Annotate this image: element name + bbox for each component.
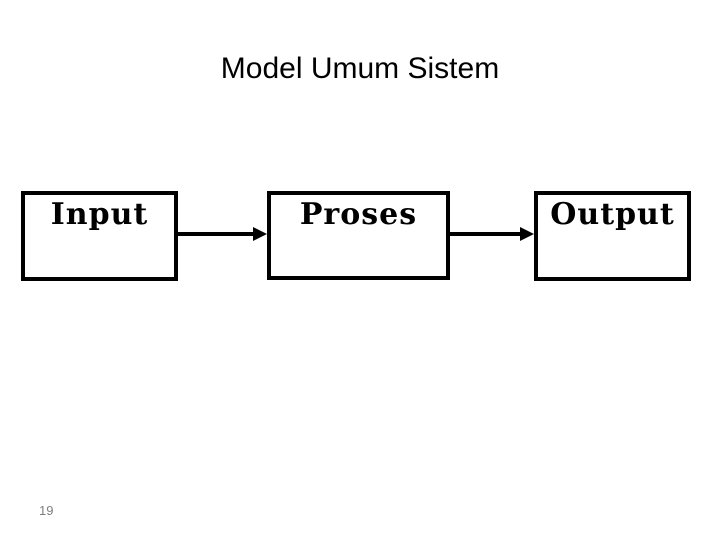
arrow-input-to-proses-icon xyxy=(178,227,267,241)
flow-node-output-label: Output xyxy=(550,197,675,232)
arrow-head-icon xyxy=(253,227,267,241)
arrow-proses-to-output-icon xyxy=(450,227,534,241)
flow-node-output: Output xyxy=(534,191,691,281)
flow-node-proses-label: Proses xyxy=(299,197,418,232)
arrow-head-icon xyxy=(520,227,534,241)
flow-node-input: Input xyxy=(21,191,178,281)
page-number: 19 xyxy=(39,503,54,518)
flow-node-input-label: Input xyxy=(50,197,149,232)
flow-node-proses: Proses xyxy=(267,191,450,280)
slide-title: Model Umum Sistem xyxy=(220,52,500,85)
